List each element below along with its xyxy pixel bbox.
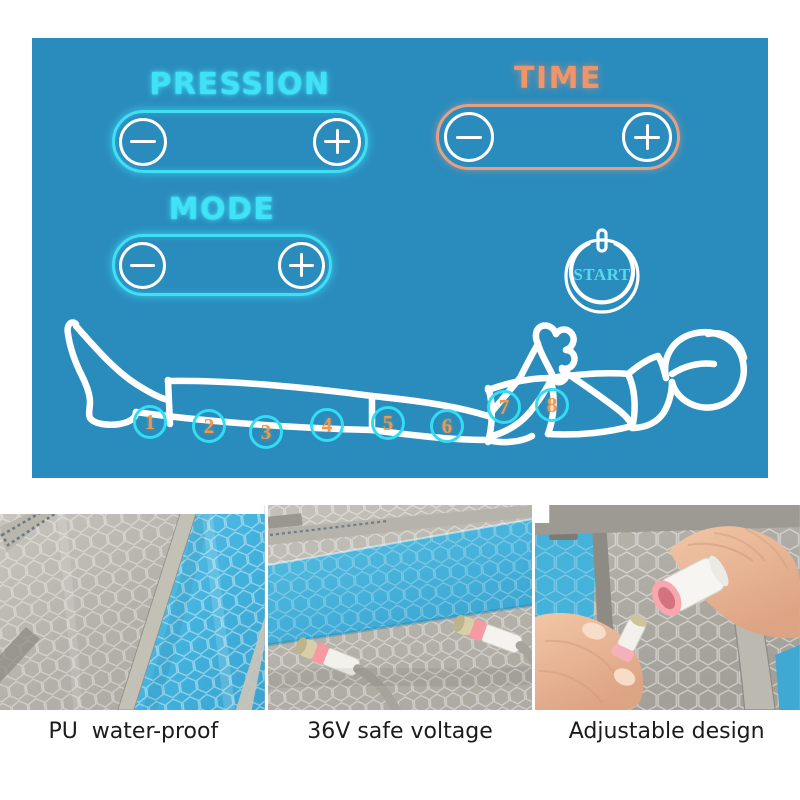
- reclining-body-outline: [64, 319, 748, 446]
- mode-plus-button[interactable]: [278, 241, 325, 289]
- photo-pu-fabric: [0, 505, 265, 710]
- chamber-marker-7[interactable]: 7: [487, 390, 521, 424]
- time-minus-button[interactable]: [444, 112, 494, 162]
- chamber-marker-5[interactable]: 5: [371, 406, 405, 440]
- air-hose-connectors: [267, 505, 533, 710]
- chamber-marker-8[interactable]: 8: [535, 388, 569, 422]
- product-photo-row: [0, 505, 800, 710]
- photo-voltage-connectors: [267, 505, 533, 710]
- control-group-time: TIME: [436, 62, 680, 210]
- caption-row: PU water-proof 36V safe voltage Adjustab…: [0, 715, 800, 765]
- caption-36v-voltage: 36V safe voltage: [307, 719, 493, 744]
- mode-label: MODE: [168, 192, 276, 227]
- pression-minus-button[interactable]: [119, 117, 167, 166]
- control-group-mode: MODE: [112, 193, 332, 333]
- control-panel: PRESSION TIME MODE START: [32, 38, 768, 478]
- chamber-marker-4[interactable]: 4: [310, 408, 344, 442]
- time-label: TIME: [514, 61, 602, 96]
- pression-plus-button[interactable]: [313, 117, 361, 166]
- pression-label: PRESSION: [149, 67, 331, 102]
- time-plus-button[interactable]: [622, 112, 672, 162]
- chamber-marker-3[interactable]: 3: [249, 415, 283, 449]
- chamber-marker-6[interactable]: 6: [430, 409, 464, 443]
- chamber-marker-1[interactable]: 1: [133, 405, 167, 439]
- start-button-label: START: [573, 265, 631, 284]
- time-stepper: [436, 104, 680, 170]
- power-icon: [564, 228, 640, 314]
- start-button[interactable]: START: [557, 226, 647, 316]
- chamber-marker-2[interactable]: 2: [192, 409, 226, 443]
- pression-stepper: [112, 110, 368, 173]
- caption-adjustable-design: Adjustable design: [568, 719, 765, 744]
- mode-minus-button[interactable]: [119, 241, 166, 289]
- photo-adjustable-design: [535, 505, 800, 710]
- hands-connecting-hose: [535, 505, 800, 710]
- pu-fabric-closeup: [0, 505, 265, 710]
- caption-pu-waterproof: PU water-proof: [48, 719, 219, 744]
- mode-stepper: [112, 234, 332, 296]
- control-group-pression: PRESSION: [112, 68, 368, 210]
